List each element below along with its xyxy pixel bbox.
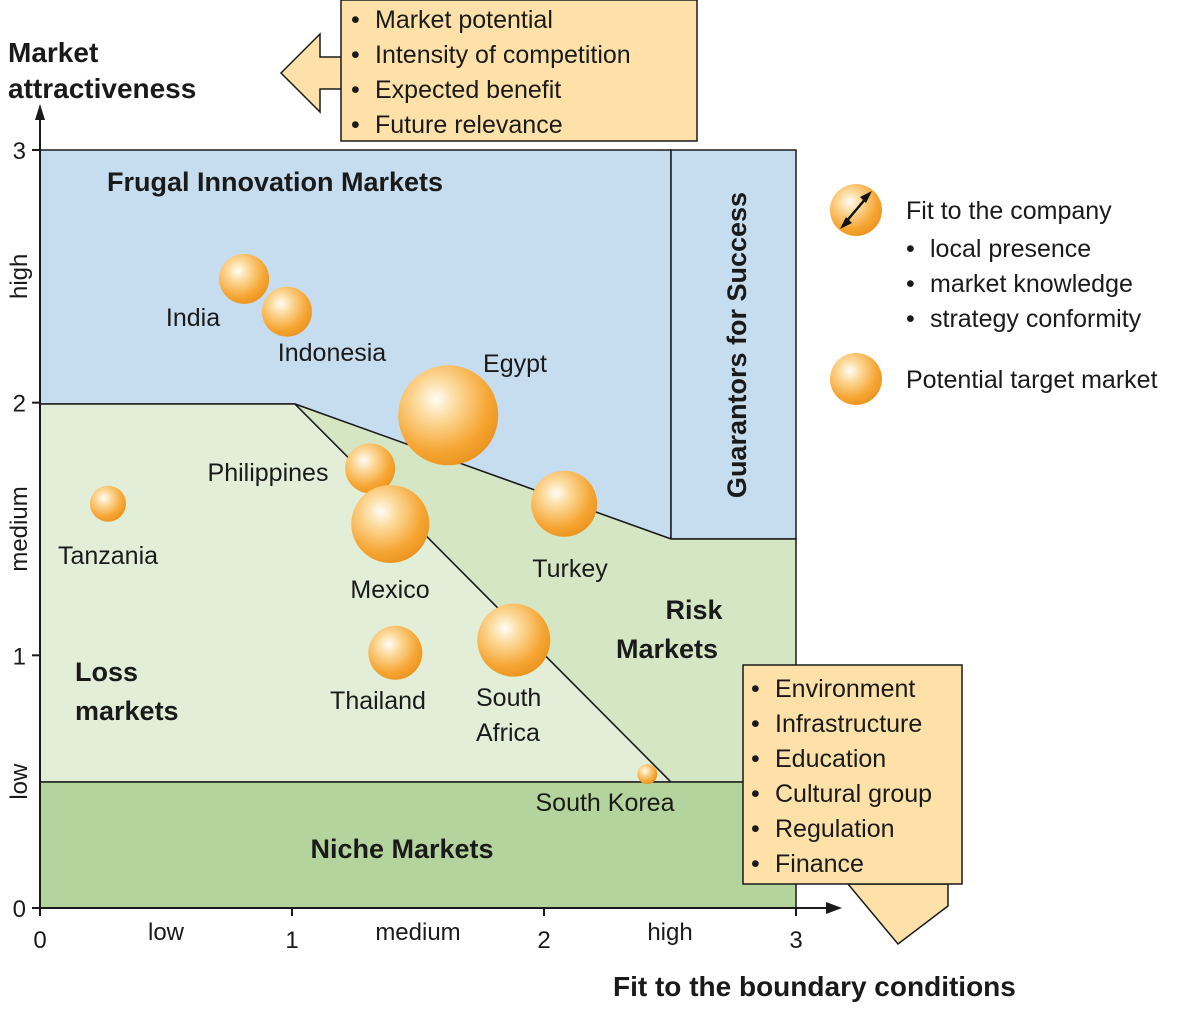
legend-item: strategy conformity <box>930 305 1142 333</box>
region-risk-markets <box>294 403 797 783</box>
x-tick-label: 3 <box>789 927 802 954</box>
bubble-tanzania <box>90 485 127 522</box>
x-criteria-arrow <box>846 883 949 946</box>
y-axis-title-line1: Market <box>8 37 98 68</box>
label-turkey: Turkey <box>532 555 608 583</box>
criteria-item: Education <box>775 745 886 773</box>
y-tick-label: 0 <box>13 896 26 923</box>
bubble-south-korea <box>637 764 658 785</box>
bullet: • <box>751 710 760 738</box>
y-criteria-box <box>340 0 698 142</box>
legend-size-label: Fit to the company <box>906 197 1112 225</box>
y-level-label: low <box>6 763 33 800</box>
x-level-label: medium <box>375 919 460 946</box>
bubble-indonesia <box>261 286 312 337</box>
x-tick-label: 2 <box>537 927 550 954</box>
legend-market-label: Potential target market <box>906 366 1158 394</box>
y-level-label: medium <box>6 486 33 571</box>
bullet: • <box>351 41 360 69</box>
region-label-niche: Niche Markets <box>310 834 493 864</box>
region-label-risk-2: Markets <box>616 634 718 664</box>
label-mexico: Mexico <box>350 576 429 604</box>
bullet: • <box>351 76 360 104</box>
bullet: • <box>351 111 360 139</box>
criteria-item: Intensity of competition <box>375 41 631 69</box>
y-criteria-arrow <box>279 32 343 114</box>
bubble-thailand <box>368 625 423 680</box>
y-axis-title-line2: attractiveness <box>8 73 196 104</box>
legend-arrowhead-bottom-icon <box>840 217 852 229</box>
bullet: • <box>751 815 760 843</box>
label-indonesia: Indonesia <box>278 339 387 367</box>
legend-item: market knowledge <box>930 270 1133 298</box>
y-tick-label: 3 <box>13 138 26 165</box>
bullet: • <box>751 675 760 703</box>
bubble-south-africa <box>477 603 551 677</box>
legend-double-arrow-icon <box>844 196 868 224</box>
legend-arrowhead-top-icon <box>860 191 872 203</box>
legend-bullet: • <box>906 305 915 333</box>
region-label-risk-1: Risk <box>665 595 723 625</box>
bubble-philippines <box>345 443 396 494</box>
criteria-item: Expected benefit <box>375 76 561 104</box>
region-niche-markets <box>39 781 797 909</box>
region-guarantors <box>670 149 797 540</box>
y-tick-label: 1 <box>13 643 26 670</box>
criteria-item: Environment <box>775 675 915 703</box>
label-philippines: Philippines <box>208 459 329 487</box>
criteria-item: Future relevance <box>375 111 563 139</box>
criteria-item: Regulation <box>775 815 895 843</box>
criteria-item: Infrastructure <box>775 710 922 738</box>
label-thailand: Thailand <box>330 687 426 715</box>
bullet: • <box>751 780 760 808</box>
criteria-item: Finance <box>775 850 864 878</box>
legend-bullet: • <box>906 235 915 263</box>
bullet: • <box>751 745 760 773</box>
x-level-label: high <box>647 919 692 946</box>
label-south-korea: South Korea <box>536 789 675 817</box>
legend-market-bubble <box>830 353 882 405</box>
x-tick-label: 0 <box>33 927 46 954</box>
legend-bullet: • <box>906 270 915 298</box>
y-level-label: high <box>6 254 33 299</box>
y-criteria-list: • Market potential • Intensity of competiti… <box>351 6 631 139</box>
bubble-turkey <box>531 470 598 537</box>
bullet: • <box>751 850 760 878</box>
region-label-frugal: Frugal Innovation Markets <box>107 167 443 197</box>
y-tick-label: 2 <box>13 391 26 418</box>
label-egypt: Egypt <box>483 350 547 378</box>
legend: Fit to the company • local presence • marke… <box>830 184 1158 405</box>
bubble-egypt <box>398 365 499 466</box>
axis-ticks: 0 1 2 3 0 1 2 3 low medium high low medium high <box>6 138 803 954</box>
region-label-loss-1: Loss <box>75 657 138 687</box>
x-axis-title: Fit to the boundary conditions <box>613 971 1016 1002</box>
criteria-item: Market potential <box>375 6 553 34</box>
x-axis-arrowhead <box>826 902 842 914</box>
label-india: India <box>166 304 220 332</box>
criteria-item: Cultural group <box>775 780 932 808</box>
bubble-mexico <box>351 484 430 563</box>
region-label-guarantors: Guarantors for Success <box>722 192 752 498</box>
label-south-africa: South <box>476 684 541 712</box>
x-criteria-box <box>742 664 963 885</box>
region-label-loss-2: markets <box>75 696 179 726</box>
bubble-india <box>219 253 270 304</box>
bullet: • <box>351 6 360 34</box>
x-level-label: low <box>148 919 185 946</box>
label-tanzania: Tanzania <box>58 542 158 570</box>
x-criteria-list: • Environment • Infrastructure • Education • Cu… <box>751 675 932 878</box>
x-tick-label: 1 <box>285 927 298 954</box>
label-south-africa: Africa <box>476 719 540 747</box>
legend-item: local presence <box>930 235 1091 263</box>
y-axis-arrowhead <box>35 104 45 120</box>
